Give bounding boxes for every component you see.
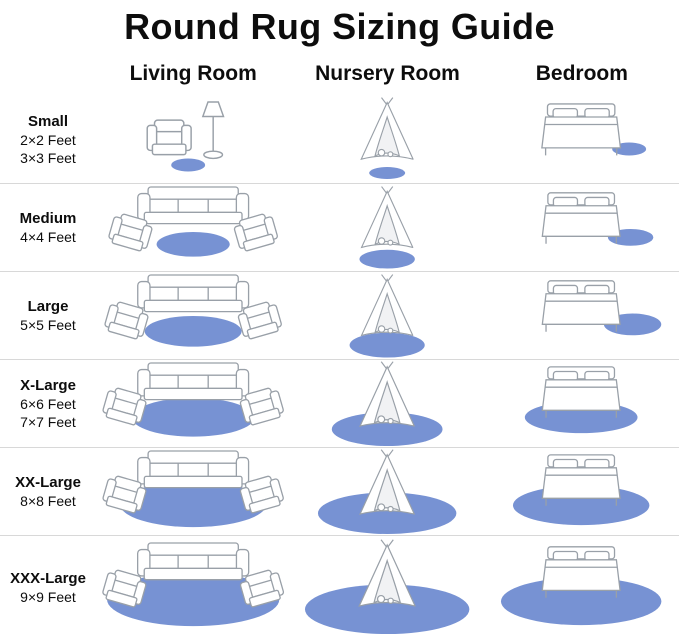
row-label-large: Large 5×5 Feet	[0, 272, 96, 359]
size-dimension: 9×9 Feet	[20, 589, 76, 606]
size-dimension: 5×5 Feet	[20, 317, 76, 334]
row-medium: Medium 4×4 Feet	[0, 183, 679, 271]
bed-icon	[541, 546, 621, 599]
cell-living-room-medium	[96, 184, 290, 271]
rug-ellipse	[144, 316, 242, 348]
row-small: Small 2×2 Feet 3×3 Feet	[0, 95, 679, 183]
size-name: Medium	[19, 210, 77, 228]
row-label-x-large: X-Large 6×6 Feet 7×7 Feet	[0, 360, 96, 447]
cell-bedroom-x-large	[485, 360, 679, 447]
floor-lamp-icon	[202, 101, 225, 160]
column-header-nursery-room: Nursery Room	[315, 62, 460, 86]
cell-nursery-room-xxx-large	[290, 536, 484, 639]
bed-icon	[541, 192, 621, 245]
play-tent-icon	[361, 186, 414, 249]
row-label-xxx-large: XXX-Large 9×9 Feet	[0, 536, 96, 639]
row-label-xx-large: XX-Large 8×8 Feet	[0, 448, 96, 535]
cell-nursery-room-large	[290, 272, 484, 359]
sofa-icon	[136, 542, 250, 581]
size-name: XX-Large	[15, 474, 81, 492]
rug-ellipse	[131, 398, 255, 438]
cell-bedroom-xx-large	[485, 448, 679, 535]
row-label-medium: Medium 4×4 Feet	[0, 184, 96, 271]
cell-nursery-room-small	[290, 95, 484, 183]
play-tent-icon	[361, 274, 414, 337]
size-name: Small	[27, 112, 69, 130]
rug-ellipse	[156, 232, 230, 258]
rug-ellipse	[349, 333, 426, 358]
rug-ellipse	[318, 492, 457, 535]
cell-living-room-large	[96, 272, 290, 359]
cell-living-room-x-large	[96, 360, 290, 447]
cell-bedroom-small	[485, 95, 679, 183]
cell-living-room-xxx-large	[96, 536, 290, 639]
size-name: X-Large	[20, 377, 76, 395]
play-tent-icon	[358, 539, 417, 608]
bed-icon	[541, 454, 621, 507]
row-xxx-large: XXX-Large 9×9 Feet	[0, 535, 679, 639]
size-dimension: 3×3 Feet	[20, 149, 76, 166]
rug-ellipse	[500, 577, 662, 626]
play-tent-icon	[359, 361, 416, 428]
size-dimension: 4×4 Feet	[20, 229, 76, 246]
cell-bedroom-medium	[485, 184, 679, 271]
cell-bedroom-large	[485, 272, 679, 359]
column-header-bedroom: Bedroom	[535, 62, 628, 86]
column-header-living-room: Living Room	[129, 62, 257, 86]
rug-ellipse	[120, 482, 267, 528]
column-headers: Living Room Nursery Room Bedroom	[0, 53, 679, 95]
play-tent-icon	[359, 449, 416, 516]
sofa-icon	[137, 450, 250, 489]
cell-nursery-room-medium	[290, 184, 484, 271]
rug-ellipse	[171, 158, 206, 172]
row-xx-large: XX-Large 8×8 Feet	[0, 447, 679, 535]
size-dimension: 2×2 Feet	[20, 131, 76, 148]
bed-icon	[540, 103, 621, 157]
sofa-icon	[137, 274, 250, 313]
cell-living-room-xx-large	[96, 448, 290, 535]
row-x-large: X-Large 6×6 Feet 7×7 Feet	[0, 359, 679, 447]
size-dimension: 8×8 Feet	[20, 493, 76, 510]
rug-ellipse	[359, 250, 416, 269]
bed-icon	[541, 280, 621, 333]
cell-living-room-small	[96, 95, 290, 183]
sofa-icon	[137, 362, 250, 401]
cell-nursery-room-x-large	[290, 360, 484, 447]
bed-icon	[541, 366, 621, 419]
page-title: Round Rug Sizing Guide	[124, 6, 555, 47]
armchair-icon	[146, 119, 192, 156]
sofa-icon	[137, 186, 250, 225]
rug-ellipse	[107, 573, 280, 627]
cell-nursery-room-xx-large	[290, 448, 484, 535]
row-large: Large 5×5 Feet	[0, 271, 679, 359]
size-dimension: 7×7 Feet	[20, 414, 76, 431]
size-dimension: 6×6 Feet	[20, 396, 76, 413]
cell-bedroom-xxx-large	[485, 536, 679, 639]
row-label-small: Small 2×2 Feet 3×3 Feet	[0, 95, 96, 183]
size-name: XXX-Large	[10, 570, 86, 588]
size-name: Large	[27, 298, 69, 316]
rug-ellipse	[305, 584, 470, 635]
rug-ellipse	[369, 167, 406, 180]
play-tent-icon	[361, 97, 414, 161]
rug-ellipse	[332, 412, 443, 447]
